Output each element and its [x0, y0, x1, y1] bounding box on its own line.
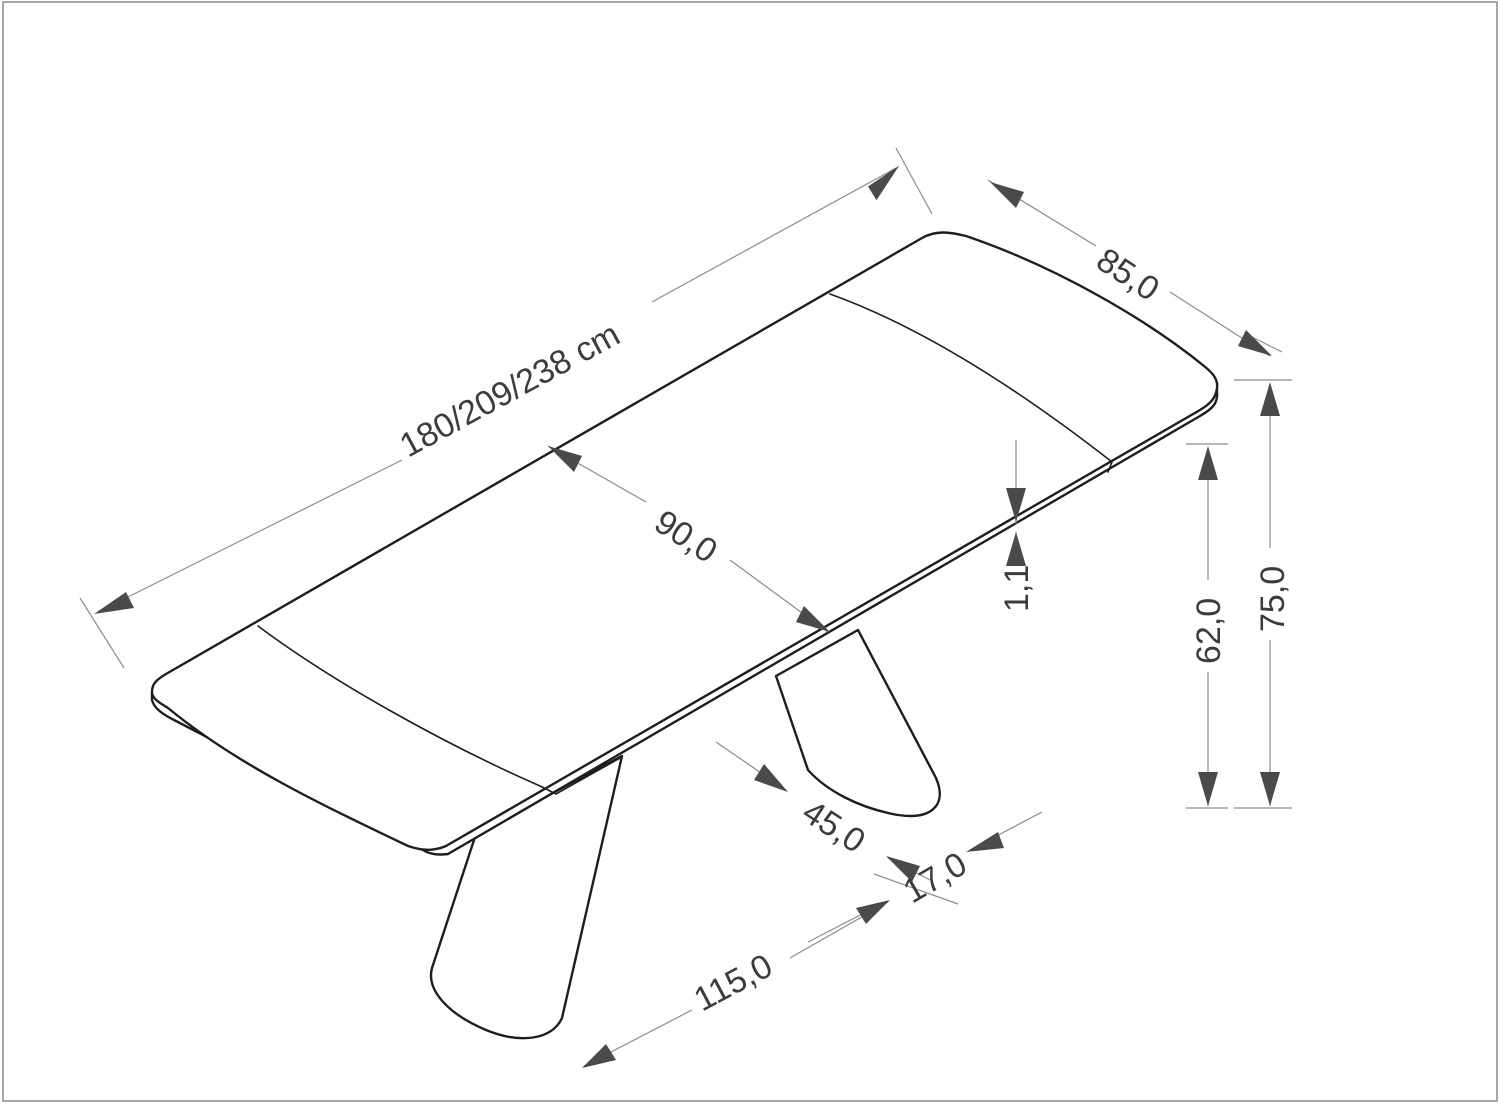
front-leg: [429, 754, 624, 1040]
thickness-dimension: [1006, 440, 1026, 566]
slide-rail: [539, 757, 621, 795]
table-top: [150, 231, 1219, 856]
total-height-label: 75,0: [1254, 566, 1292, 632]
right-leaf-seam: [829, 293, 1113, 463]
foot-width-label: 17,0: [897, 845, 973, 911]
length-dimension: [79, 147, 933, 669]
base-length-dimension: [582, 900, 890, 1068]
foot-width-dimension: [873, 811, 1043, 905]
total-height-dimension: [1234, 379, 1292, 809]
back-leg: [774, 628, 941, 818]
center-dimension: [547, 445, 830, 633]
slide-rail-right: [1107, 461, 1113, 473]
leg-top-height-dimension: [1186, 443, 1228, 809]
base-length-label: 115,0: [688, 947, 779, 1019]
left-leaf-seam: [257, 625, 541, 787]
leg-spread-dimension: [715, 741, 788, 792]
width-dimension: [987, 179, 1283, 357]
leg-top-height-label: 62,0: [1190, 598, 1228, 664]
thickness-label: 1,1: [998, 565, 1036, 612]
